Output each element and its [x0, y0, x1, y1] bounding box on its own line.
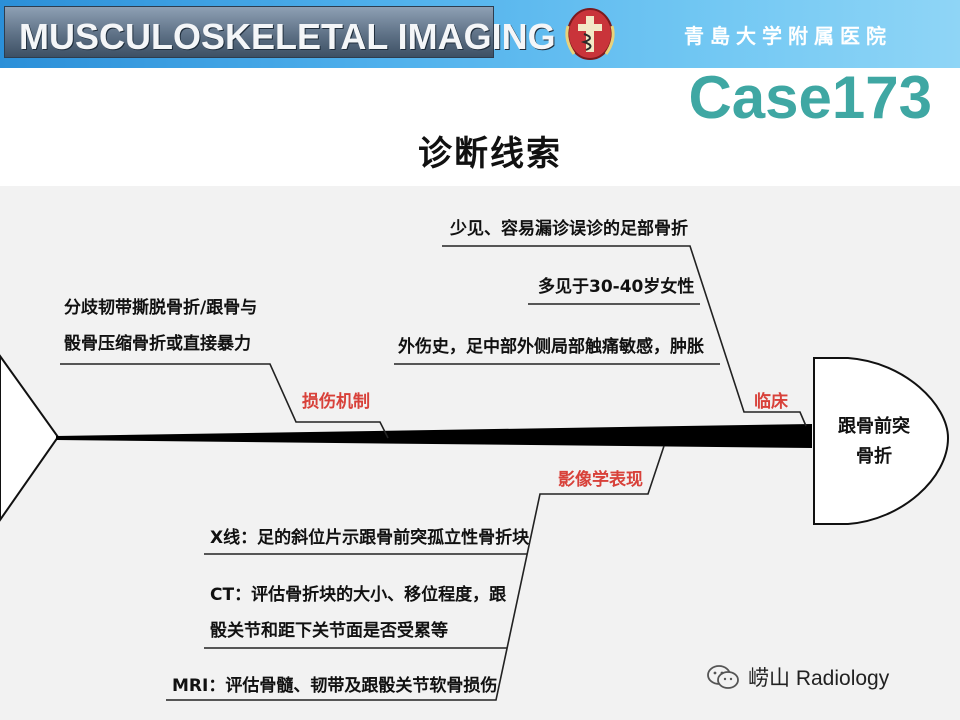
fish-spine: [56, 424, 812, 448]
clinical-item-1: 少见、容易漏诊误诊的足部骨折: [450, 219, 688, 239]
brand-title: MUSCULOSKELETAL IMAGING: [19, 16, 556, 57]
brand-banner: MUSCULOSKELETAL IMAGING: [4, 6, 556, 58]
watermark-footer: 崂山 Radiology: [706, 662, 889, 692]
wechat-icon: [707, 665, 739, 689]
category-mechanism: 损伤机制: [302, 392, 370, 412]
account-name: 崂山 Radiology: [748, 667, 890, 690]
imaging-item-2: CT：评估骨折块的大小、移位程度，跟: [210, 585, 507, 605]
fish-head-label-line1: 跟骨前突: [838, 416, 910, 437]
diagram-background: [0, 186, 960, 720]
imaging-item-4: MRI：评估骨髓、韧带及跟骰关节软骨损伤: [172, 676, 498, 696]
bone-clinical: [442, 245, 807, 427]
page-title: 诊断线索: [418, 134, 562, 174]
imaging-item-3: 骰关节和距下关节面是否受累等: [210, 621, 448, 641]
clinical-item-2: 多见于30-40岁女性: [538, 277, 695, 297]
hospital-name: 青島大学附属医院: [684, 24, 892, 48]
fish-head-label: 跟骨前突 骨折: [828, 412, 920, 472]
header-bar: MUSCULOSKELETAL IMAGING 青島大学附属医院: [0, 0, 960, 68]
hospital-emblem-icon: [565, 8, 615, 60]
clinical-item-3: 外伤史，足中部外侧局部触痛敏感，肿胀: [398, 337, 704, 357]
fish-head: [813, 357, 950, 525]
mechanism-item-1: 分歧韧带撕脱骨折/跟骨与: [64, 298, 258, 318]
bone-imaging: [166, 445, 665, 701]
bone-mechanism: [60, 363, 389, 439]
imaging-item-1: X线：足的斜位片示跟骨前突孤立性骨折块: [210, 528, 530, 548]
fish-tail: [0, 354, 60, 522]
fish-head-label-line2: 骨折: [856, 446, 892, 467]
category-imaging: 影像学表现: [558, 470, 643, 490]
mechanism-item-2: 骰骨压缩骨折或直接暴力: [64, 334, 251, 354]
category-clinical: 临床: [754, 392, 788, 412]
case-number: Case173: [688, 64, 932, 131]
